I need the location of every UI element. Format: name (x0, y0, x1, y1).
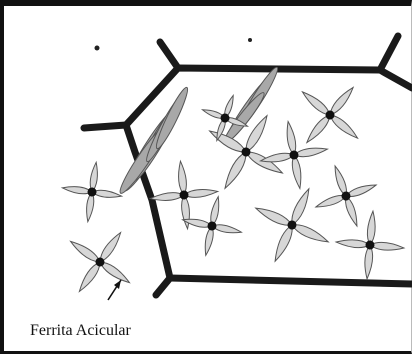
crystal-nucleus (207, 221, 218, 232)
ferrite-crystal (239, 172, 345, 278)
figure-caption: Ferrita Acicular (30, 322, 131, 340)
inclusion-dot (248, 38, 252, 42)
crystal-petal (366, 211, 376, 246)
ferrite-lath (153, 85, 192, 151)
grain-boundary (380, 36, 398, 70)
crystal-nucleus (289, 150, 299, 160)
ferrite-crystal (50, 212, 150, 312)
ferrite-crystal (333, 208, 407, 282)
grain-boundary (170, 278, 412, 284)
crystal-nucleus (365, 240, 375, 250)
crystal-petal (290, 154, 303, 189)
crystal-nucleus (87, 187, 97, 197)
grain-boundary (160, 42, 178, 68)
acicular-ferrite-crystals (50, 64, 407, 312)
crystal-petal (293, 145, 328, 158)
crystal-petal (177, 161, 188, 196)
crystal-petal (284, 121, 297, 156)
crystal-petal (336, 238, 371, 248)
crystal-petal (180, 195, 191, 230)
crystal-petal (184, 188, 219, 199)
pointer-arrow (108, 280, 121, 300)
crystal-petal (370, 241, 405, 251)
ferrite-crystal (58, 158, 126, 226)
crystal-nucleus (179, 190, 189, 200)
crystal-petal (363, 245, 373, 280)
inclusion-dot (95, 46, 100, 51)
